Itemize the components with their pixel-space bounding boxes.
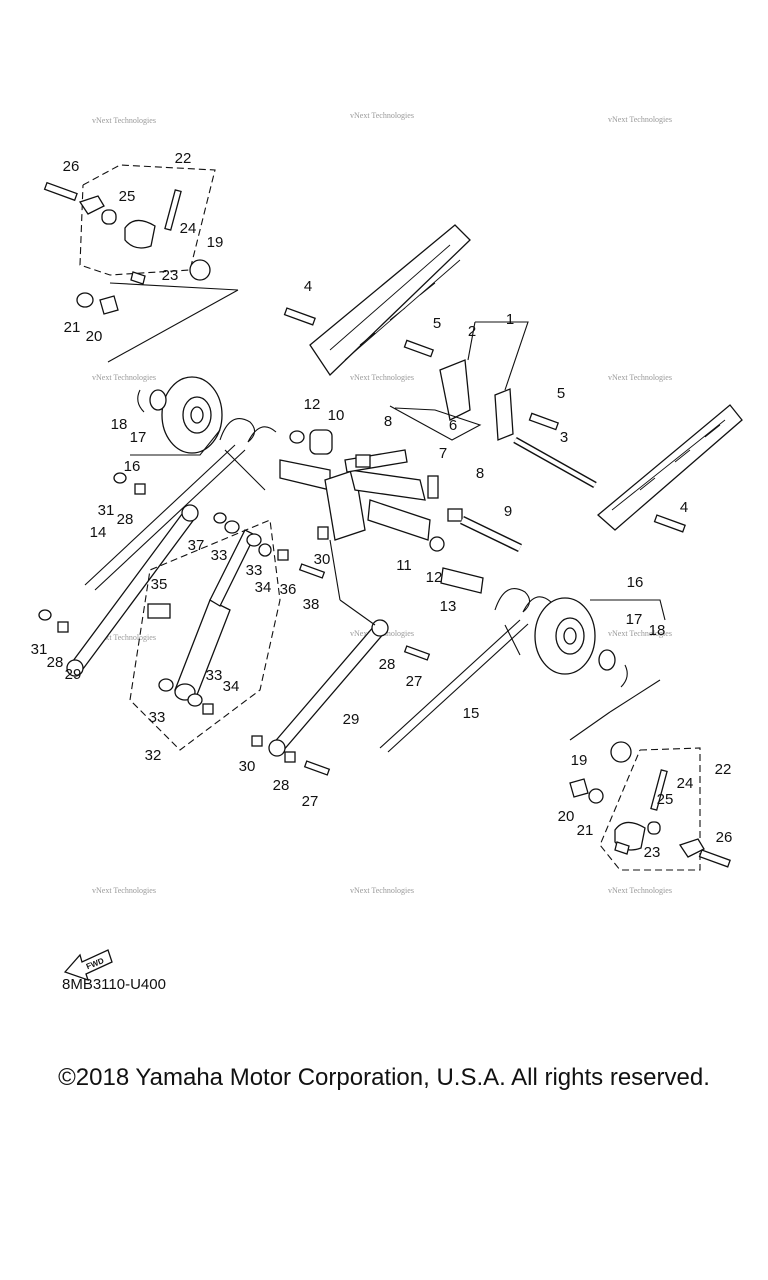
callout-29: 29 — [65, 666, 82, 683]
callout-12: 12 — [304, 396, 321, 413]
callout-5: 5 — [557, 385, 565, 402]
callout-16: 16 — [627, 574, 644, 591]
watermark: vNext Technologies — [608, 115, 672, 124]
callout-31: 31 — [31, 641, 48, 658]
callout-17: 17 — [626, 611, 643, 628]
fwd-arrow-icon: FWD — [63, 949, 113, 982]
callout-16: 16 — [124, 458, 141, 475]
track-rail-frame-lower — [597, 404, 743, 531]
callout-24: 24 — [677, 775, 694, 792]
watermark: vNext Technologies — [608, 886, 672, 895]
callout-19: 19 — [207, 234, 224, 251]
callout-30: 30 — [239, 758, 256, 775]
track-rail-frame-upper — [309, 224, 471, 377]
callout-37: 37 — [188, 537, 205, 554]
lower-torsion-spring — [379, 588, 552, 753]
callout-28: 28 — [379, 656, 396, 673]
callout-4: 4 — [680, 499, 688, 516]
callout-6: 6 — [449, 417, 457, 434]
callout-19: 19 — [571, 752, 588, 769]
left-link-arms — [38, 472, 199, 677]
center-pivot-assembly — [279, 405, 522, 553]
callout-28: 28 — [47, 654, 64, 671]
callout-13: 13 — [440, 598, 457, 615]
callout-18: 18 — [111, 416, 128, 433]
callout-27: 27 — [406, 673, 423, 690]
callout-7: 7 — [439, 445, 447, 462]
callout-23: 23 — [644, 844, 661, 861]
watermark: vNext Technologies — [350, 886, 414, 895]
callout-2: 2 — [468, 323, 476, 340]
callout-33: 33 — [211, 547, 228, 564]
callout-33: 33 — [206, 667, 223, 684]
callout-29: 29 — [343, 711, 360, 728]
watermark: vNext Technologies — [608, 629, 672, 638]
callout-11: 11 — [396, 557, 412, 574]
callout-36: 36 — [280, 581, 297, 598]
callout-25: 25 — [657, 791, 674, 808]
watermark: vNext Technologies — [92, 373, 156, 382]
center-link-arm — [251, 526, 431, 776]
bolts — [283, 307, 686, 533]
pivot-bracket — [439, 321, 529, 441]
callout-27: 27 — [302, 793, 319, 810]
watermark: vNext Technologies — [92, 116, 156, 125]
copyright-notice: ©2018 Yamaha Motor Corporation, U.S.A. A… — [58, 1064, 710, 1091]
left-idler-wheel — [130, 376, 223, 456]
callout-28: 28 — [117, 511, 134, 528]
callout-17: 17 — [130, 429, 147, 446]
callout-30: 30 — [314, 551, 331, 568]
callout-20: 20 — [86, 328, 103, 345]
upper-torsion-spring — [84, 418, 277, 591]
callout-28: 28 — [273, 777, 290, 794]
callout-8: 8 — [476, 465, 484, 482]
callout-labels: 1 2 3 4 4 5 5 6 7 8 8 9 10 11 12 12 13 1… — [31, 150, 733, 861]
callout-25: 25 — [119, 188, 136, 205]
callout-20: 20 — [558, 808, 575, 825]
lower-right-bracket-assembly — [569, 679, 731, 871]
callout-8: 8 — [384, 413, 392, 430]
watermark: vNext Technologies — [350, 373, 414, 382]
callout-38: 38 — [303, 596, 320, 613]
callout-32: 32 — [145, 747, 162, 764]
callout-3: 3 — [560, 429, 568, 446]
callout-5: 5 — [433, 315, 441, 332]
callout-22: 22 — [715, 761, 732, 778]
callout-26: 26 — [63, 158, 80, 175]
callout-26: 26 — [716, 829, 733, 846]
shock-absorber — [129, 512, 289, 751]
callout-21: 21 — [64, 319, 81, 336]
watermark: vNext Technologies — [350, 111, 414, 120]
callout-22: 22 — [175, 150, 192, 167]
callout-9: 9 — [504, 503, 512, 520]
callout-1: 1 — [506, 311, 514, 328]
bushing — [440, 567, 484, 594]
callout-33: 33 — [246, 562, 263, 579]
callout-31: 31 — [98, 502, 115, 519]
callout-35: 35 — [151, 576, 168, 593]
right-idler-wheel — [534, 597, 666, 688]
callout-18: 18 — [649, 622, 666, 639]
callout-10: 10 — [328, 407, 345, 424]
callout-15: 15 — [463, 705, 480, 722]
callout-24: 24 — [180, 220, 197, 237]
callout-4: 4 — [304, 278, 312, 295]
watermark: vNext Technologies — [608, 373, 672, 382]
callout-14: 14 — [90, 524, 107, 541]
callout-23: 23 — [162, 267, 179, 284]
callout-34: 34 — [223, 678, 240, 695]
diagram-code: 8MB3110-U400 — [62, 976, 166, 993]
upper-left-bracket-assembly — [43, 164, 239, 363]
callout-33: 33 — [149, 709, 166, 726]
watermark: vNext Technologies — [92, 633, 156, 642]
callout-34: 34 — [255, 579, 272, 596]
callout-12: 12 — [426, 569, 443, 586]
parts-diagram: vNext Technologies vNext Technologies vN… — [31, 111, 743, 982]
watermark: vNext Technologies — [92, 886, 156, 895]
callout-21: 21 — [577, 822, 594, 839]
